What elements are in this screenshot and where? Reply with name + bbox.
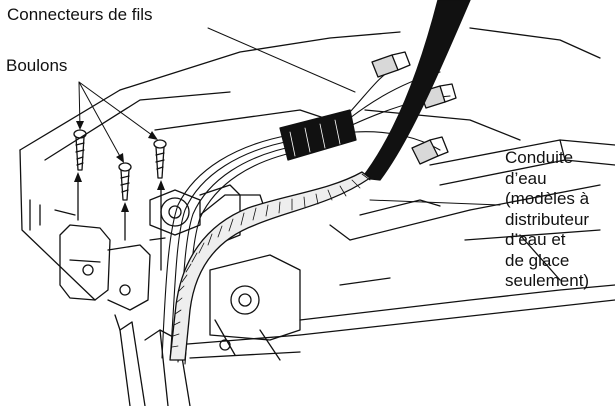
bolt-arrowheads xyxy=(74,172,165,212)
wire-connector-3 xyxy=(411,136,449,165)
bolt-3 xyxy=(153,139,167,179)
water-line-label-line: (modèles à xyxy=(505,189,590,208)
bolt-arrows xyxy=(77,177,162,271)
wire-bundle-tape xyxy=(279,109,357,161)
water-line-conduit xyxy=(169,171,371,361)
conduit-ribs xyxy=(171,173,371,348)
wire-connectors-label: Connecteurs de fils xyxy=(7,5,153,24)
leader-arrowheads xyxy=(76,121,158,163)
bolt-2 xyxy=(118,162,132,201)
bolts-label: Boulons xyxy=(6,56,68,75)
wire-connector-1 xyxy=(371,51,411,78)
leader-lines xyxy=(78,27,501,206)
water-line-label: Conduite d’eau (modèles à distributeur d… xyxy=(505,148,589,292)
water-line-label-line: Conduite xyxy=(505,148,574,167)
water-line-label-line: seulement) xyxy=(505,271,590,290)
water-line-label-line: de glace xyxy=(505,250,570,270)
water-tube xyxy=(361,0,471,181)
water-line-label-line: d’eau xyxy=(505,168,547,188)
water-line-label-line: d’eau et xyxy=(505,230,566,249)
cabinet-top xyxy=(19,27,615,336)
water-line-label-line: distributeur xyxy=(505,209,590,229)
